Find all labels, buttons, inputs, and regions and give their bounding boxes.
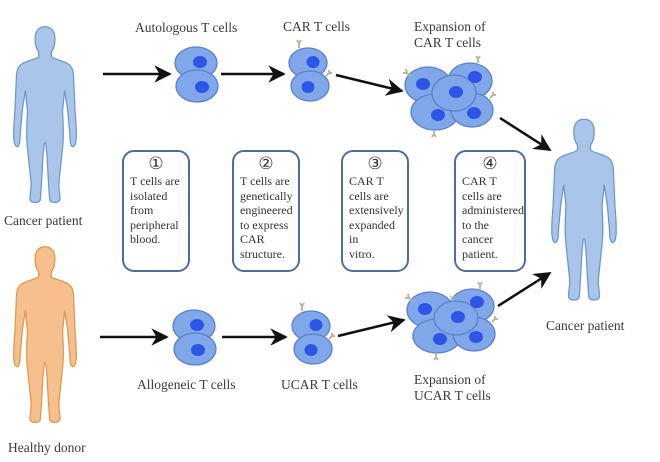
step-3-line: expanded in bbox=[349, 217, 395, 247]
step-2-line: T cells are bbox=[240, 174, 290, 188]
step-4-line: CAR T bbox=[462, 174, 497, 188]
step-1-line: isolated bbox=[130, 188, 168, 203]
step-number-4: ④ bbox=[482, 154, 498, 173]
healthy-donor-label: Healthy donor bbox=[8, 440, 86, 455]
step-4-line: patient. bbox=[462, 246, 498, 261]
step-2-line: to express bbox=[240, 217, 289, 232]
car-t-cells bbox=[288, 39, 332, 102]
ucar-expansion-label-line2: UCAR T cells bbox=[414, 388, 491, 403]
arrow-expand-top bbox=[335, 73, 404, 96]
arrow-administer-top bbox=[499, 116, 552, 152]
step-2-line: genetically bbox=[240, 188, 293, 203]
recipient-patient-figure bbox=[551, 118, 617, 301]
step-2-line: engineered bbox=[240, 203, 293, 217]
car-expansion-label-line2: CAR T cells bbox=[414, 35, 482, 50]
ucar-t-cells-label: UCAR T cells bbox=[281, 377, 358, 392]
step-number-3: ③ bbox=[367, 154, 383, 173]
step-2-line: structure. bbox=[240, 246, 285, 261]
step-3-line: vitro. bbox=[349, 246, 375, 261]
autologous-t-cells-label: Autologous T cells bbox=[135, 20, 238, 35]
step-4-line: cells are bbox=[462, 188, 502, 203]
step-1-line: from bbox=[130, 203, 154, 217]
healthy-donor-figure bbox=[12, 246, 78, 424]
allogeneic-t-cells-label: Allogeneic T cells bbox=[137, 377, 236, 392]
cancer-patient-figure bbox=[12, 26, 78, 204]
ucar-expansion-label-line1: Expansion of bbox=[414, 372, 486, 387]
step-number-2: ② bbox=[258, 154, 274, 173]
car-expansion-label-line1: Expansion of bbox=[414, 19, 486, 34]
step-2-line: CAR bbox=[240, 232, 265, 246]
ucar-expansion-label: Expansion of UCAR T cells bbox=[414, 372, 491, 404]
step-3-line: cells are bbox=[349, 188, 389, 203]
recipient-patient-label: Cancer patient bbox=[546, 318, 625, 333]
car-expansion-label: Expansion of CAR T cells bbox=[414, 19, 486, 51]
step-1-line: peripheral bbox=[130, 217, 179, 232]
step-1-line: T cells are bbox=[130, 174, 180, 188]
arrow-expand-bottom bbox=[337, 315, 406, 338]
cancer-patient-label: Cancer patient bbox=[4, 213, 83, 228]
step-3-line: extensively bbox=[349, 203, 404, 217]
step-1-line: blood. bbox=[130, 232, 161, 246]
step-box-3: ③ CAR T cells are extensively expanded i… bbox=[341, 150, 409, 272]
autologous-t-cells bbox=[174, 46, 219, 103]
expanded-ucar-t-cells bbox=[405, 281, 498, 361]
car-t-cells-label: CAR T cells bbox=[283, 19, 351, 34]
step-number-1: ① bbox=[148, 154, 164, 173]
step-box-1: ① T cells are isolated from peripheral b… bbox=[122, 150, 190, 272]
allogeneic-t-cells bbox=[172, 309, 217, 366]
step-box-4: ④ CAR T cells are administered to the ca… bbox=[454, 150, 526, 272]
arrow-administer-bottom bbox=[497, 271, 552, 308]
step-3-line: CAR T bbox=[349, 174, 384, 188]
ucar-t-cells bbox=[291, 302, 335, 365]
step-box-2: ② T cells are genetically engineered to … bbox=[232, 150, 300, 272]
step-4-line: to the cancer bbox=[462, 217, 494, 247]
step-4-line: administered bbox=[462, 203, 524, 217]
expanded-car-t-cells bbox=[403, 55, 496, 138]
